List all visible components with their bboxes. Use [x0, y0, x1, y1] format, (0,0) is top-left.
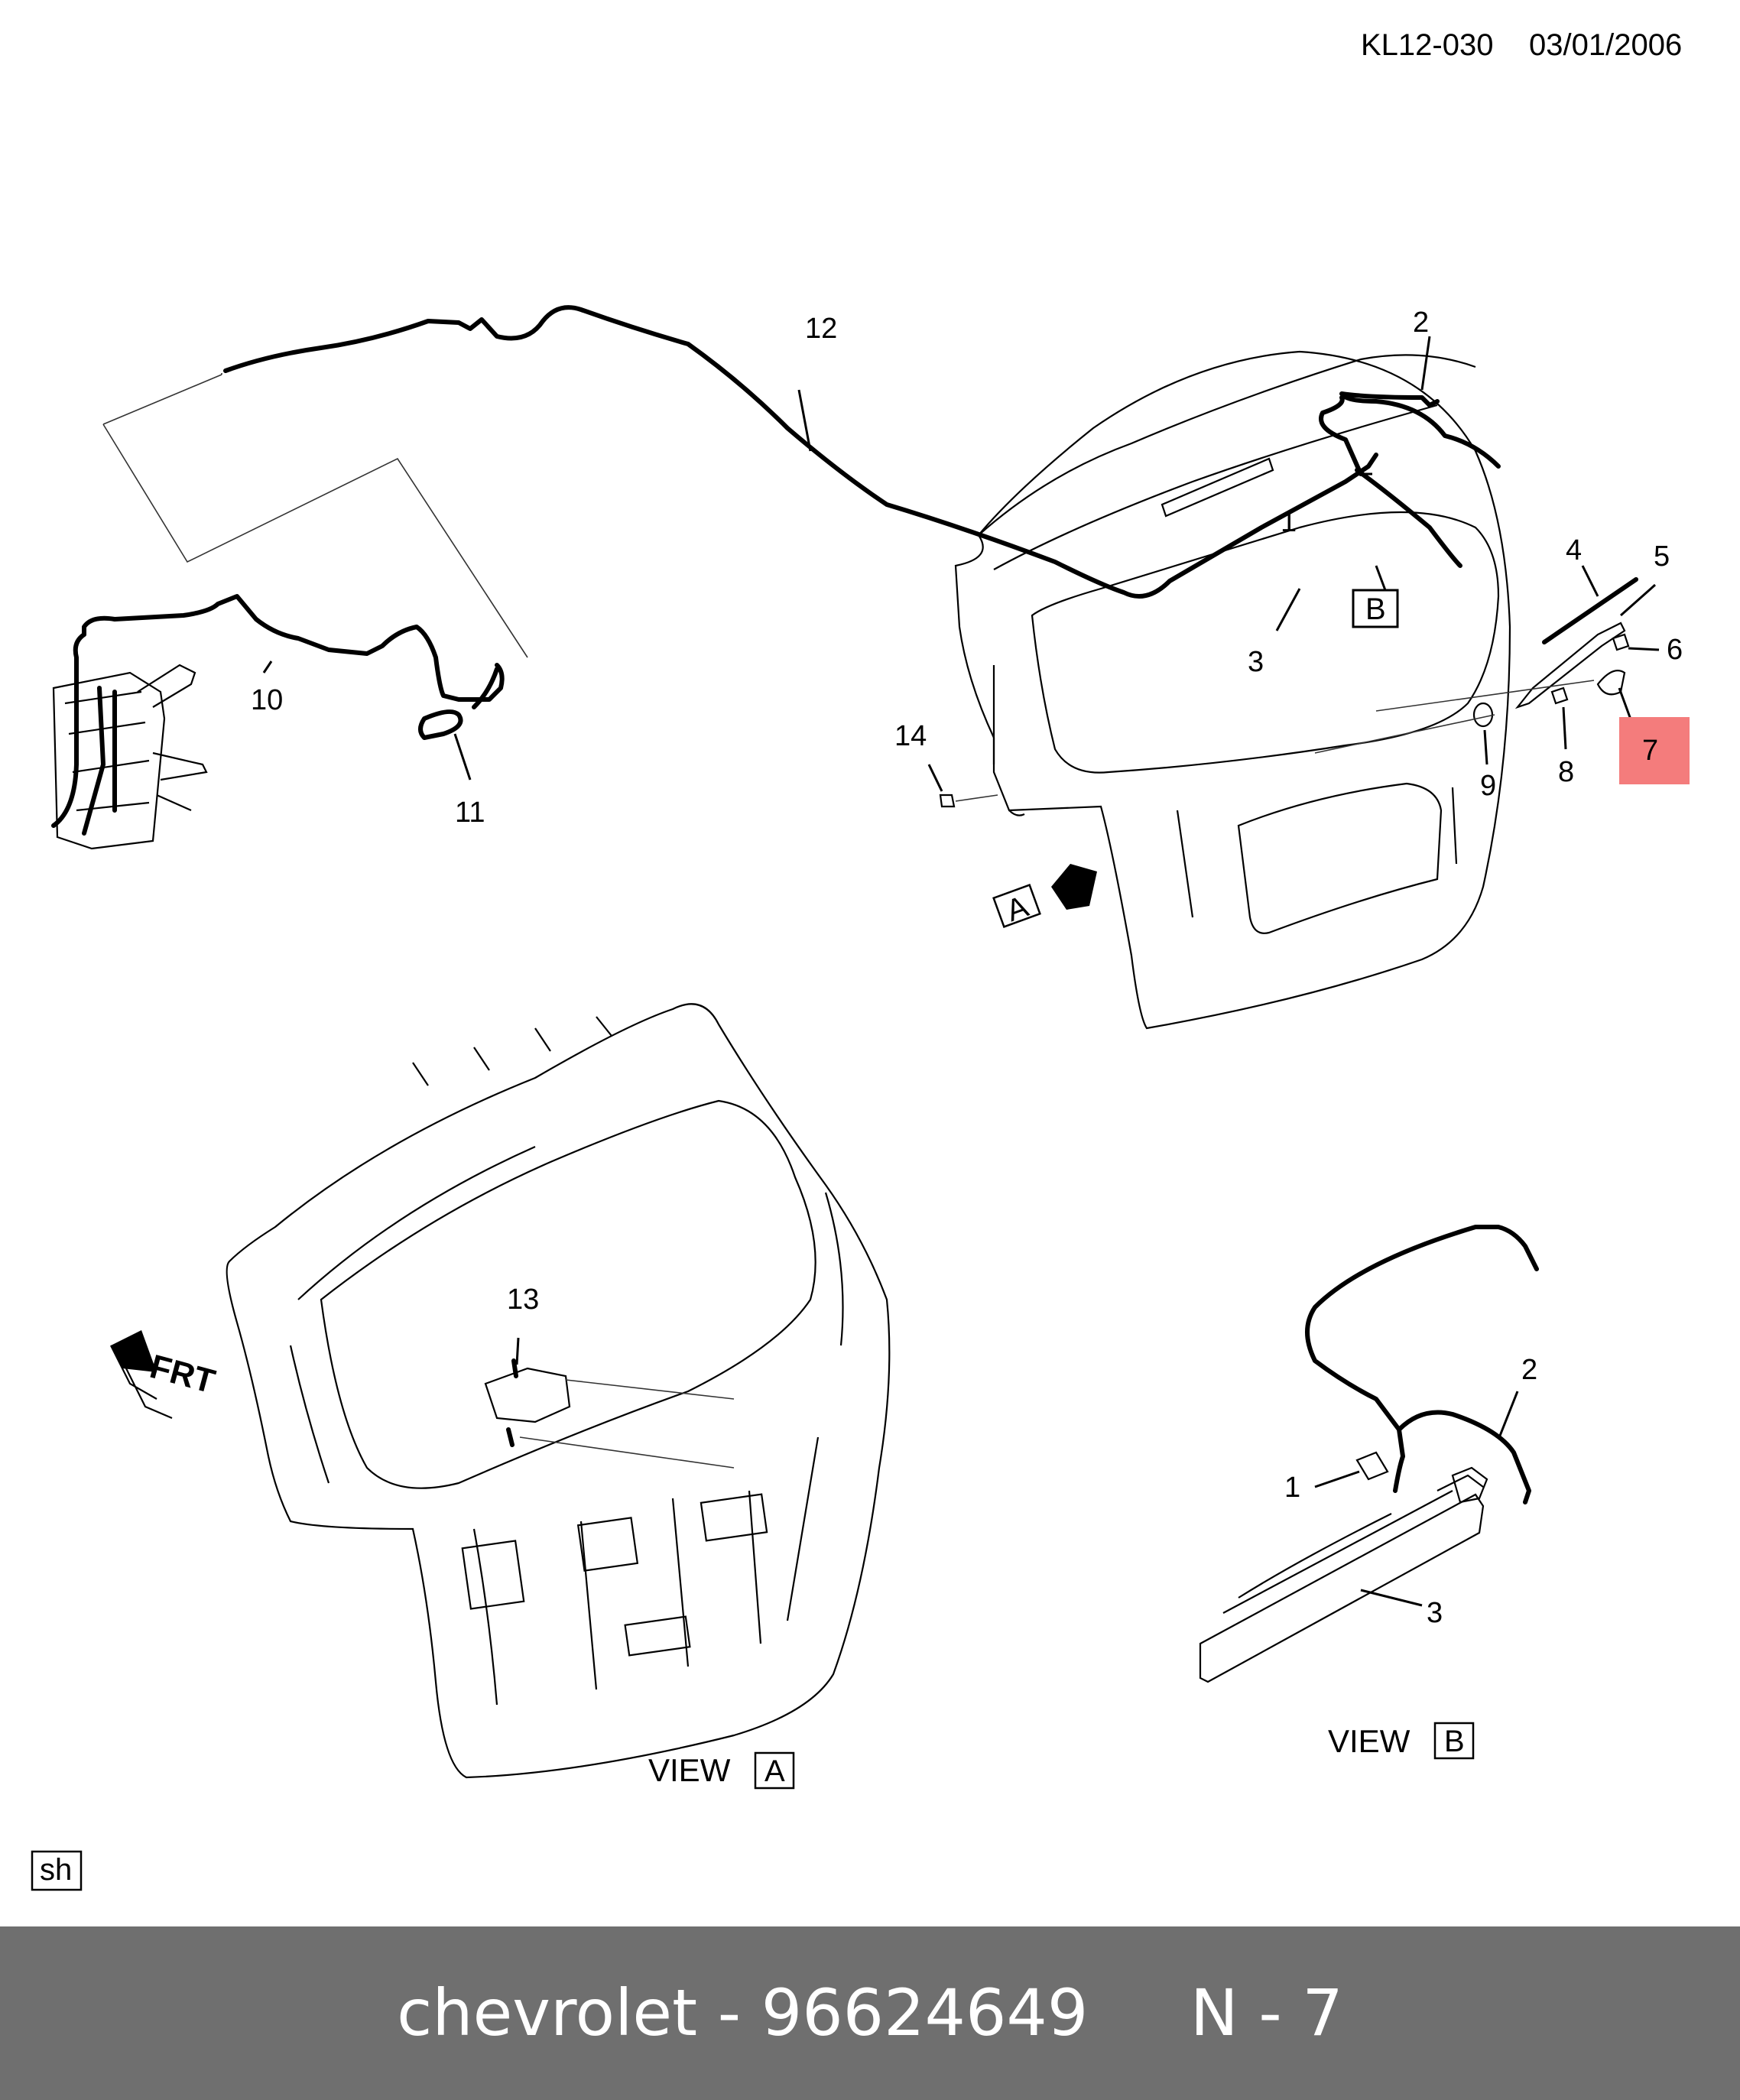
wiper-nut-8 [1550, 686, 1569, 705]
liftgate-inner-view-a [226, 1003, 891, 1779]
view-a-arrow: A [992, 864, 1097, 928]
reservoir-filler-neck [137, 664, 196, 708]
callout-4: 4 [1566, 534, 1582, 566]
service-opening-4 [624, 1615, 691, 1657]
callout-13: 13 [507, 1284, 539, 1316]
washer-clip-11 [418, 709, 463, 740]
callout-5: 5 [1654, 540, 1670, 573]
wiper-arm-5 [1514, 622, 1626, 709]
view-b-box-letter: B [1444, 1725, 1465, 1758]
liftgate-upper [954, 350, 1511, 1030]
lamp-connector [1451, 1466, 1488, 1504]
parts-diagram: KL12-030 03/01/2006 [31, 28, 1690, 1891]
callout-9: 9 [1480, 770, 1496, 802]
front-indicator: FRT [110, 1330, 219, 1420]
footer-part-number: 96624649 [761, 1975, 1089, 2050]
grommet-9 [1472, 702, 1494, 728]
callout-3: 3 [1248, 646, 1264, 678]
callout-2: 2 [1413, 307, 1429, 339]
callout-11: 11 [455, 797, 485, 829]
connector-1 [1355, 1451, 1389, 1481]
brake-lamp-upper [1161, 457, 1274, 518]
reservoir-bracket [152, 751, 208, 812]
footer-bar: chevrolet - 96624649 N - 7 [0, 1926, 1740, 2100]
view-a-label: VIEW [648, 1752, 731, 1788]
spoiler-edge [978, 354, 1476, 570]
fastener-14 [939, 794, 956, 808]
brake-lamp-3 [1199, 1493, 1485, 1683]
callout-8: 8 [1558, 756, 1574, 788]
sheet-tag-box [31, 1850, 83, 1891]
license-recess [1237, 782, 1443, 934]
highlight-part-7 [1619, 717, 1690, 784]
callout-2-view-b: 2 [1521, 1354, 1537, 1386]
inner-window-opening [320, 1099, 816, 1489]
leader-box-outline-2 [221, 373, 222, 375]
front-indicator-label: FRT [146, 1348, 219, 1401]
view-a-box [754, 1751, 795, 1790]
footer-caption: chevrolet - 96624649 N - 7 [0, 1926, 1740, 2100]
washer-reservoir [52, 671, 166, 850]
wiring-harness-2-upper [1319, 391, 1501, 476]
footer-brand: chevrolet [397, 1975, 698, 2050]
callout-10: 10 [251, 684, 283, 716]
wiper-blade-4 [1542, 577, 1638, 644]
callout-1-view-b: 1 [1284, 1472, 1300, 1504]
wiring-harness-2-detail [1305, 1225, 1539, 1504]
washer-reservoir-group [51, 373, 528, 850]
washer-hose-12 [223, 305, 1378, 599]
washer-hose-10b [51, 632, 86, 828]
wiper-motor-13 [484, 1367, 571, 1423]
sheet-tag: sh [40, 1853, 72, 1887]
view-b-detail [1199, 1225, 1539, 1683]
view-b-marker-top: B [1365, 592, 1386, 626]
diagram-date: 03/01/2006 [1529, 28, 1682, 62]
diagram-code: KL12-030 [1361, 28, 1493, 62]
view-b-box [1433, 1722, 1475, 1760]
service-opening-2 [576, 1517, 639, 1572]
callout-3-view-b: 3 [1427, 1597, 1443, 1629]
service-opening-1 [461, 1540, 525, 1610]
callout-1: 1 [1281, 506, 1297, 538]
wiper-cap-6 [1612, 633, 1630, 651]
callout-14: 14 [894, 720, 927, 752]
rear-window-opening [1031, 511, 1500, 774]
inner-panel-outline [226, 1003, 891, 1779]
callout-7: 7 [1642, 735, 1658, 767]
callout-6: 6 [1667, 634, 1683, 666]
footer-separator: - [717, 1975, 742, 2050]
liftgate-outline [954, 350, 1511, 1030]
leader-box-outline [102, 374, 528, 658]
callout-12: 12 [805, 313, 837, 345]
view-a-box-letter: A [764, 1754, 785, 1788]
hinge-lip [992, 665, 1025, 816]
washer-hose-10 [82, 594, 505, 702]
footer-ref: N - 7 [1190, 1975, 1343, 2050]
view-b-box-top [1352, 589, 1399, 628]
service-opening-3 [700, 1493, 768, 1542]
view-b-label: VIEW [1328, 1723, 1411, 1759]
wiper-cover-7 [1596, 670, 1626, 696]
